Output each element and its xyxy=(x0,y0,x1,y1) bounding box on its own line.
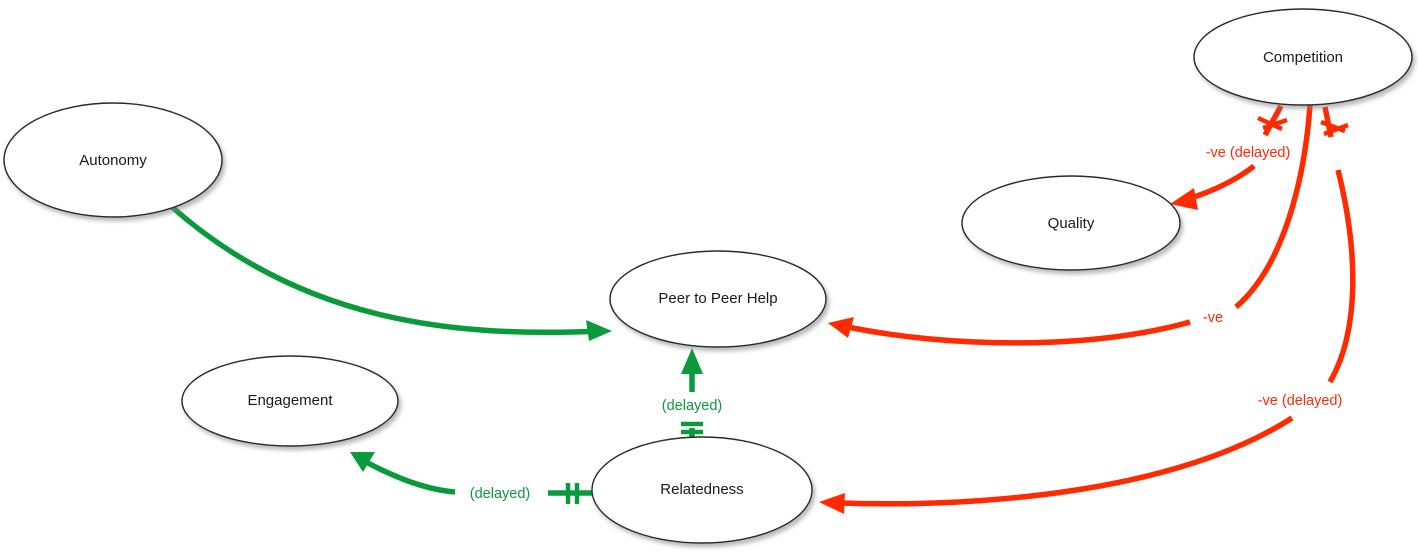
edge-relatedness-to-peer: (delayed) xyxy=(662,348,722,437)
edge-line xyxy=(1327,169,1356,384)
edge-line xyxy=(1234,104,1313,310)
node-ellipse[interactable] xyxy=(961,175,1181,271)
node-ellipse[interactable] xyxy=(609,250,827,348)
delay-marks xyxy=(1257,115,1288,132)
arrow-head xyxy=(828,317,854,338)
edge-line xyxy=(1262,104,1284,137)
edge-competition-to-relatedness: -ve (delayed) xyxy=(819,106,1356,514)
arrow-head xyxy=(1170,188,1198,210)
arrow-head xyxy=(681,348,703,374)
edge-autonomy-to-peer xyxy=(170,204,612,341)
node-label: Relatedness xyxy=(660,481,743,498)
edge-label: (delayed) xyxy=(470,486,530,502)
node-autonomy[interactable]: Autonomy xyxy=(3,102,223,218)
arrow-head xyxy=(586,320,612,341)
edge-line xyxy=(366,460,456,495)
arrow-head xyxy=(350,452,375,472)
node-competition[interactable]: Competition xyxy=(1193,8,1413,106)
node-engagement[interactable]: Engagement xyxy=(181,355,399,447)
node-label: Engagement xyxy=(247,392,333,409)
edge-competition-to-peer: -ve xyxy=(828,104,1313,346)
edge-label: -ve (delayed) xyxy=(1206,145,1291,161)
edge-label: -ve xyxy=(1203,310,1223,326)
node-quality[interactable]: Quality xyxy=(961,175,1181,271)
delay-marks xyxy=(681,421,703,435)
node-label: Competition xyxy=(1263,49,1343,66)
edge-label: (delayed) xyxy=(662,398,722,414)
node-ellipse[interactable] xyxy=(181,355,399,447)
node-ellipse[interactable] xyxy=(3,102,223,218)
node-label: Peer to Peer Help xyxy=(658,290,777,307)
edge-line xyxy=(847,319,1191,346)
node-ellipse[interactable] xyxy=(591,436,813,544)
edge-competition-to-quality: -ve (delayed) xyxy=(1170,104,1291,210)
edge-line xyxy=(170,204,601,336)
node-relatedness[interactable]: Relatedness xyxy=(591,436,813,544)
node-label: Quality xyxy=(1048,215,1095,232)
edge-line xyxy=(839,415,1294,507)
node-ellipse[interactable] xyxy=(1193,8,1413,106)
edge-label: -ve (delayed) xyxy=(1258,393,1343,409)
delay-marks xyxy=(1320,119,1349,137)
arrow-head xyxy=(819,493,845,514)
node-peer-to-peer-help[interactable]: Peer to Peer Help xyxy=(609,250,827,348)
edge-line xyxy=(1187,163,1256,202)
delay-marks xyxy=(565,483,580,504)
edge-relatedness-to-engagement: (delayed) xyxy=(350,452,592,504)
node-label: Autonomy xyxy=(79,152,147,169)
